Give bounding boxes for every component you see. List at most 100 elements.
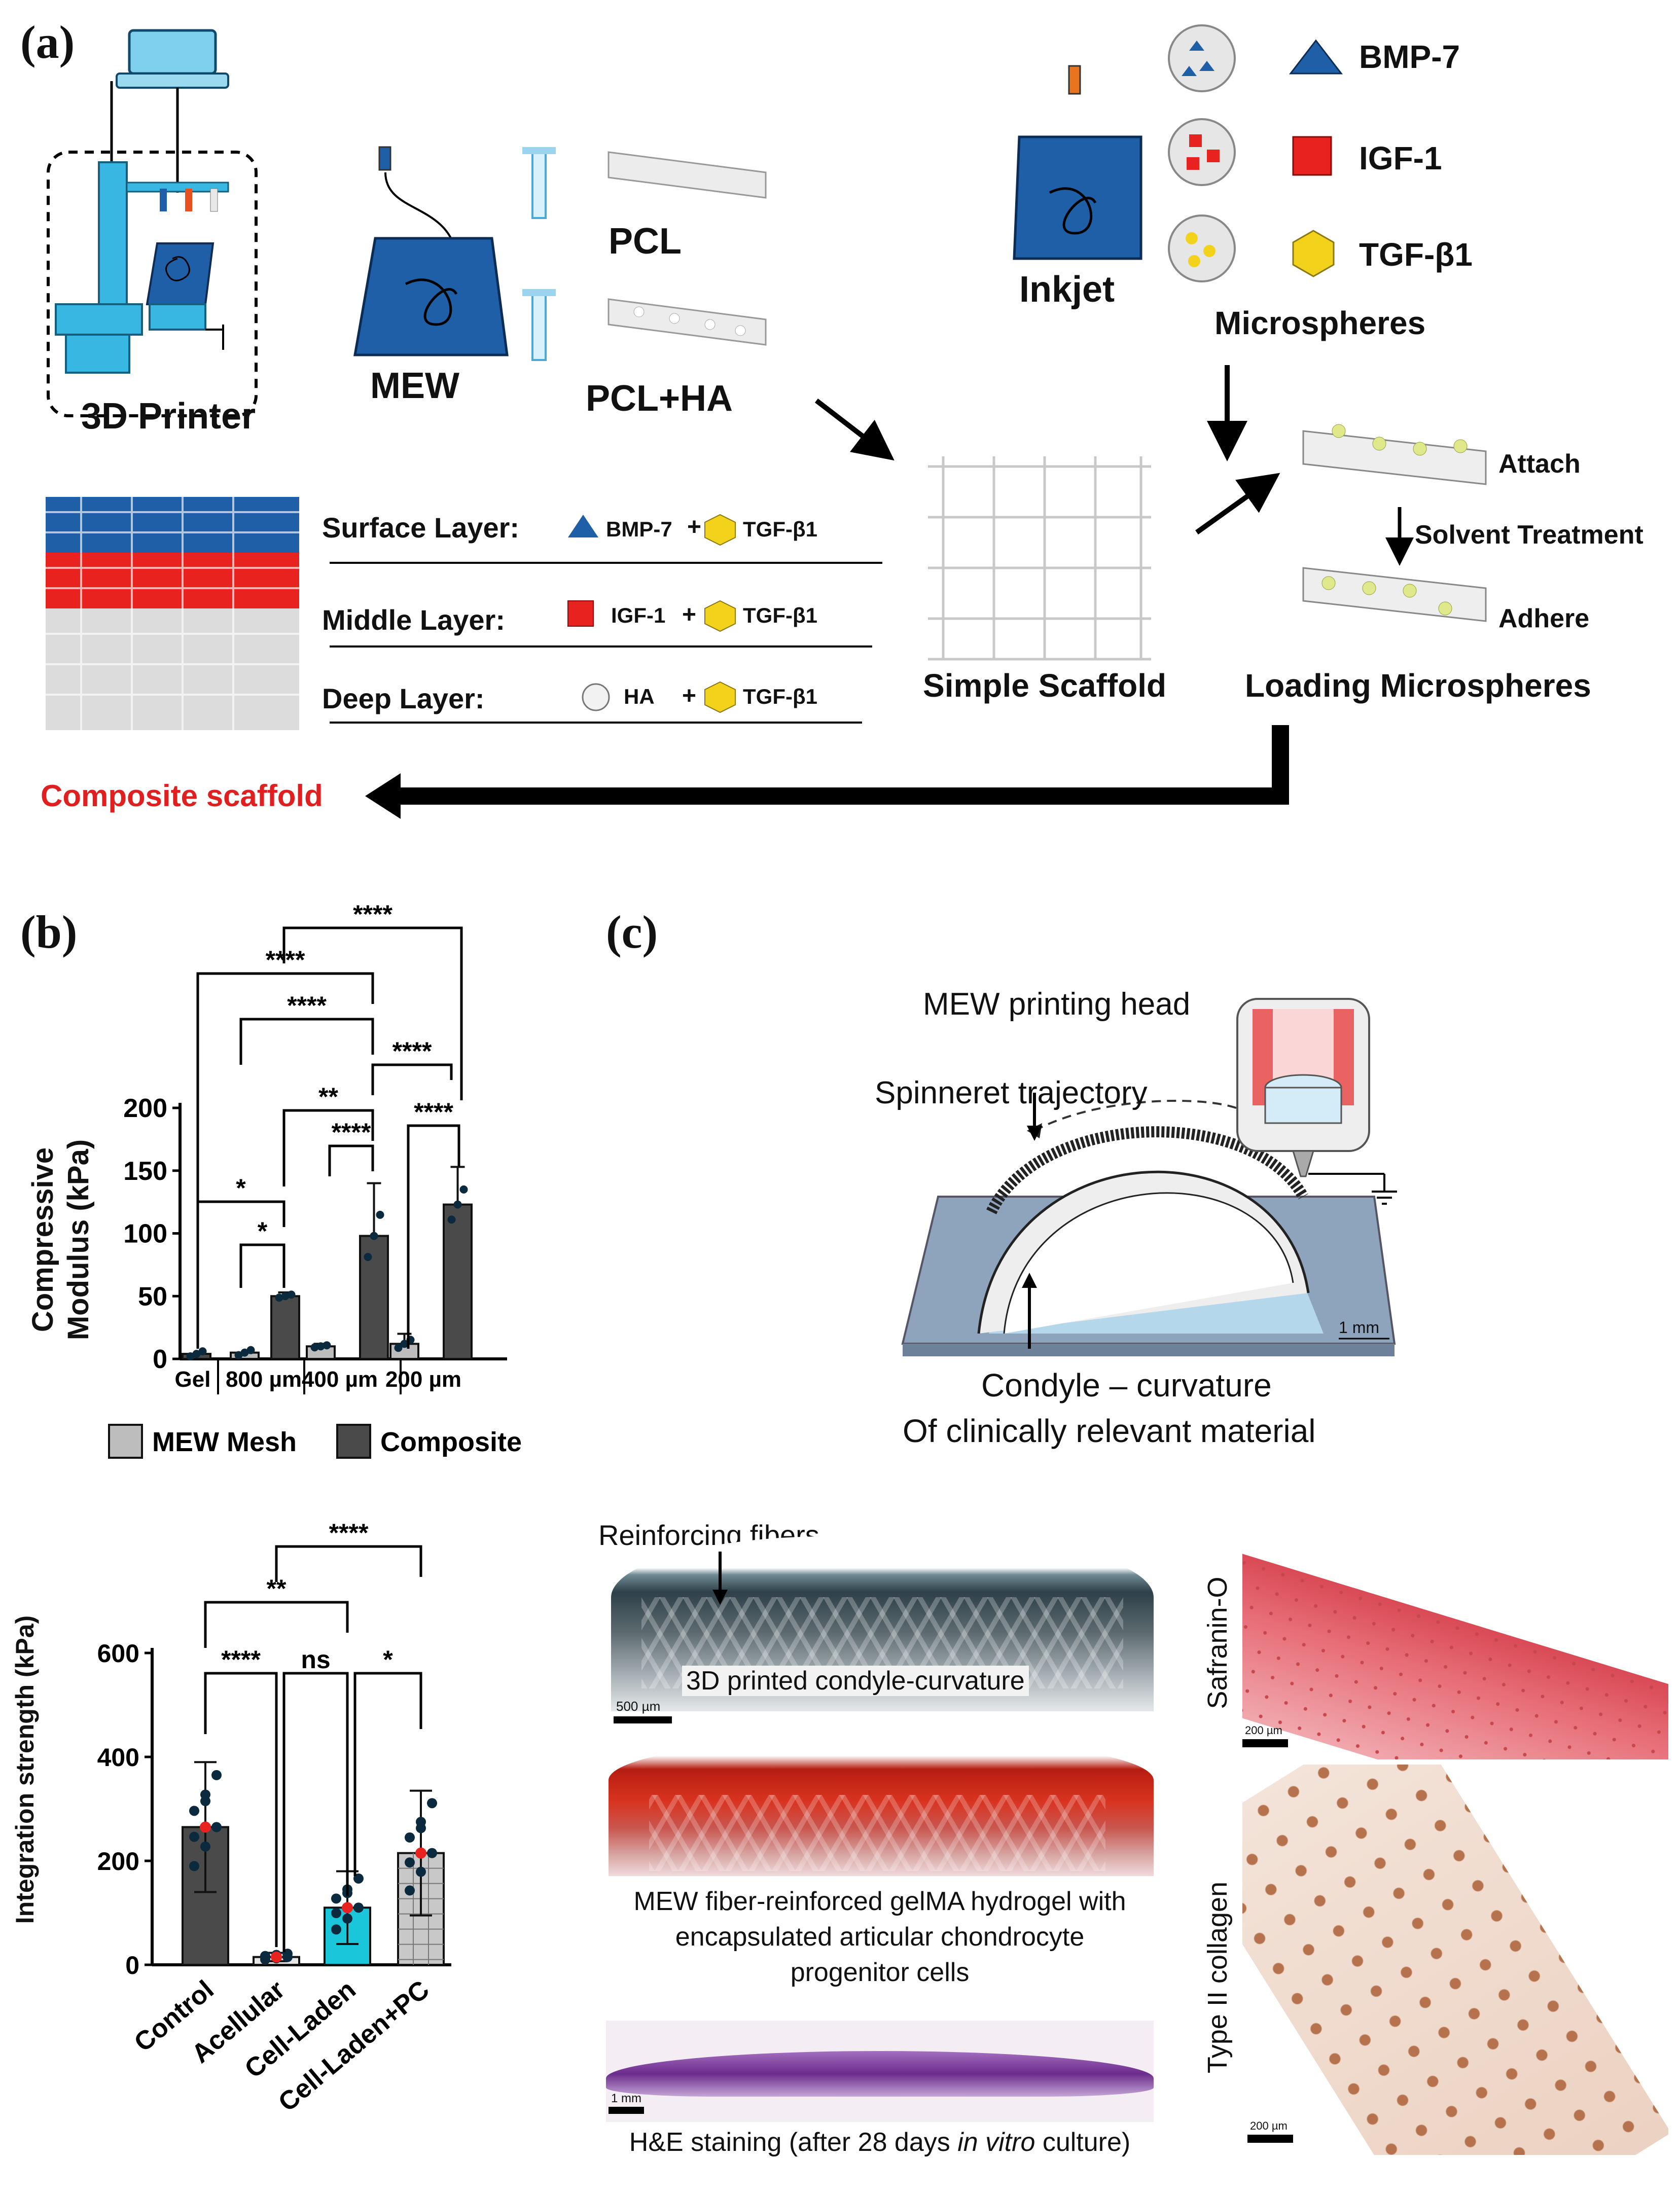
- modulus-ytick-label: 0: [153, 1345, 167, 1374]
- modulus-ytick-label: 200: [123, 1094, 167, 1123]
- modulus-sig-7-label: ****: [414, 1098, 453, 1126]
- integration-data-point: [211, 1770, 222, 1780]
- tgfb1-small-icon-2: [704, 600, 736, 632]
- tgfb1-small-icon-1: [704, 514, 736, 546]
- composite-label: Composite scaffold: [41, 779, 323, 813]
- modulus-data-point: [275, 1293, 283, 1302]
- he-caption: H&E staining (after 28 days in vitro cul…: [601, 2127, 1159, 2157]
- he-caption-c: culture): [1035, 2128, 1131, 2157]
- fiber-attach-icon: [1302, 424, 1487, 485]
- microsphere-bmp7-icon: [1168, 24, 1236, 92]
- composite-scaffold-icon: [46, 497, 299, 730]
- mew-printing-diagram: [901, 998, 1397, 1356]
- integration-mean-point: [342, 1902, 353, 1914]
- modulus-data-point: [281, 1292, 290, 1301]
- integration-sig-5-line: [353, 1672, 422, 1876]
- legend-mew-swatch: [108, 1424, 143, 1459]
- scale-bar-200-col: [1247, 2135, 1293, 2143]
- gelma-line2: encapsulated articular chondrocyte: [675, 1922, 1085, 1952]
- modulus-group-label: 400 µm: [302, 1367, 378, 1392]
- integration-data-point: [189, 1806, 199, 1816]
- middle-layer-a: IGF-1: [611, 603, 666, 627]
- scale-200-saf-label: 200 µm: [1245, 1724, 1282, 1737]
- pcl-fiber-icon: [607, 151, 767, 346]
- modulus-data-point: [186, 1352, 195, 1361]
- modulus-sig-9-line: [239, 1243, 285, 1288]
- scale-200-col-label: 200 µm: [1250, 2119, 1288, 2132]
- tgfb1-small-icon-3: [704, 681, 736, 713]
- modulus-data-point: [364, 1253, 372, 1262]
- modulus-sig-4-line: [371, 1063, 453, 1095]
- modulus-sig-3-label: ****: [287, 991, 327, 1020]
- microsphere-igf1-icon: [1168, 118, 1236, 186]
- modulus-ytick-label: 50: [138, 1282, 167, 1311]
- integration-data-point: [405, 1857, 415, 1868]
- tgfb1-crystal-icon: [1292, 230, 1335, 277]
- integration-data-point: [189, 1831, 199, 1842]
- modulus-sig-2-line: [196, 972, 374, 1349]
- modulus-data-point: [323, 1341, 331, 1350]
- modulus-data-point: [447, 1215, 456, 1224]
- adhere-label: Adhere: [1498, 604, 1590, 633]
- modulus-data-point: [376, 1210, 384, 1219]
- integration-ytick-label: 0: [125, 1951, 139, 1980]
- modulus-sig-5-label: **: [318, 1083, 338, 1111]
- bmp7-small-icon: [568, 515, 598, 537]
- integration-sig-2-label: **: [267, 1574, 287, 1603]
- integration-data-point: [416, 1823, 426, 1833]
- modulus-sig-8-line: [196, 1200, 285, 1344]
- integration-data-point: [200, 1841, 210, 1852]
- scale-1mm-label: 1 mm: [1339, 1318, 1379, 1337]
- integration-data-point: [416, 1866, 426, 1877]
- modulus-sig-1-label: ****: [353, 903, 392, 928]
- modulus-sig-6-label: ****: [332, 1118, 371, 1146]
- integration-ytick-label: 400: [97, 1743, 139, 1772]
- integration-sig-3-line: [204, 1672, 278, 1947]
- integration-ylabel: Integration strength (kPa): [11, 1615, 39, 1924]
- reinforcing-arrowhead: [712, 1590, 728, 1605]
- scale-bar-500: [614, 1716, 672, 1723]
- deep-layer-label: Deep Layer:: [322, 682, 485, 714]
- loading-label: Loading Microspheres: [1245, 667, 1591, 704]
- igf1-small-icon: [567, 600, 594, 627]
- modulus-data-point: [400, 1340, 409, 1348]
- integration-ytick-label: 600: [97, 1639, 139, 1668]
- he-caption-b: in vitro: [957, 2128, 1035, 2157]
- integration-mean-point: [271, 1951, 282, 1963]
- trajectory-label: Spinneret trajectory: [875, 1075, 1148, 1110]
- factor-bmp7: BMP-7: [1359, 39, 1460, 75]
- scale-1mm-he-label: 1 mm: [611, 2092, 641, 2105]
- integration-sig-2-line: [204, 1601, 349, 1648]
- modulus-data-point: [192, 1350, 201, 1358]
- modulus-data-point: [287, 1290, 296, 1299]
- integration-data-point: [331, 1908, 341, 1919]
- integration-data-point: [211, 1822, 222, 1832]
- modulus-data-point: [198, 1347, 207, 1356]
- modulus-data-point: [459, 1185, 468, 1194]
- pclha-label: PCL+HA: [586, 378, 733, 419]
- integration-strength-chart: 0200400600ControlAcellularCell-LadenCell…: [97, 1519, 451, 2117]
- gelma-line1: MEW fiber-reinforced gelMA hydrogel with: [633, 1887, 1126, 1916]
- modulus-data-point: [316, 1342, 325, 1351]
- modulus-data-point: [453, 1200, 462, 1209]
- integration-ytick-label: 200: [97, 1847, 139, 1876]
- integration-data-point: [405, 1832, 415, 1843]
- modulus-sig-3-line: [239, 1018, 374, 1065]
- modulus-data-point: [246, 1346, 255, 1354]
- mew-label: MEW: [370, 366, 459, 406]
- integration-data-point: [331, 1893, 341, 1904]
- he-caption-a: H&E staining (after 28 days: [629, 2128, 958, 2157]
- printing-head-label: MEW printing head: [923, 987, 1191, 1022]
- integration-data-point: [405, 1885, 415, 1896]
- integration-sig-4-line: [282, 1672, 349, 1952]
- printer-label: 3D Printer: [81, 396, 256, 437]
- legend-mew-label: MEW Mesh: [152, 1427, 297, 1457]
- legend-composite-label: Composite: [380, 1427, 522, 1457]
- printer-icon: [47, 29, 258, 417]
- modulus-sig-4-label: ****: [392, 1037, 432, 1065]
- condyle-line2: Of clinically relevant material: [903, 1413, 1316, 1449]
- modulus-bar: [443, 1203, 473, 1360]
- modulus-data-point: [240, 1348, 249, 1357]
- scale-500-label: 500 µm: [616, 1699, 661, 1714]
- integration-data-point: [353, 1902, 364, 1913]
